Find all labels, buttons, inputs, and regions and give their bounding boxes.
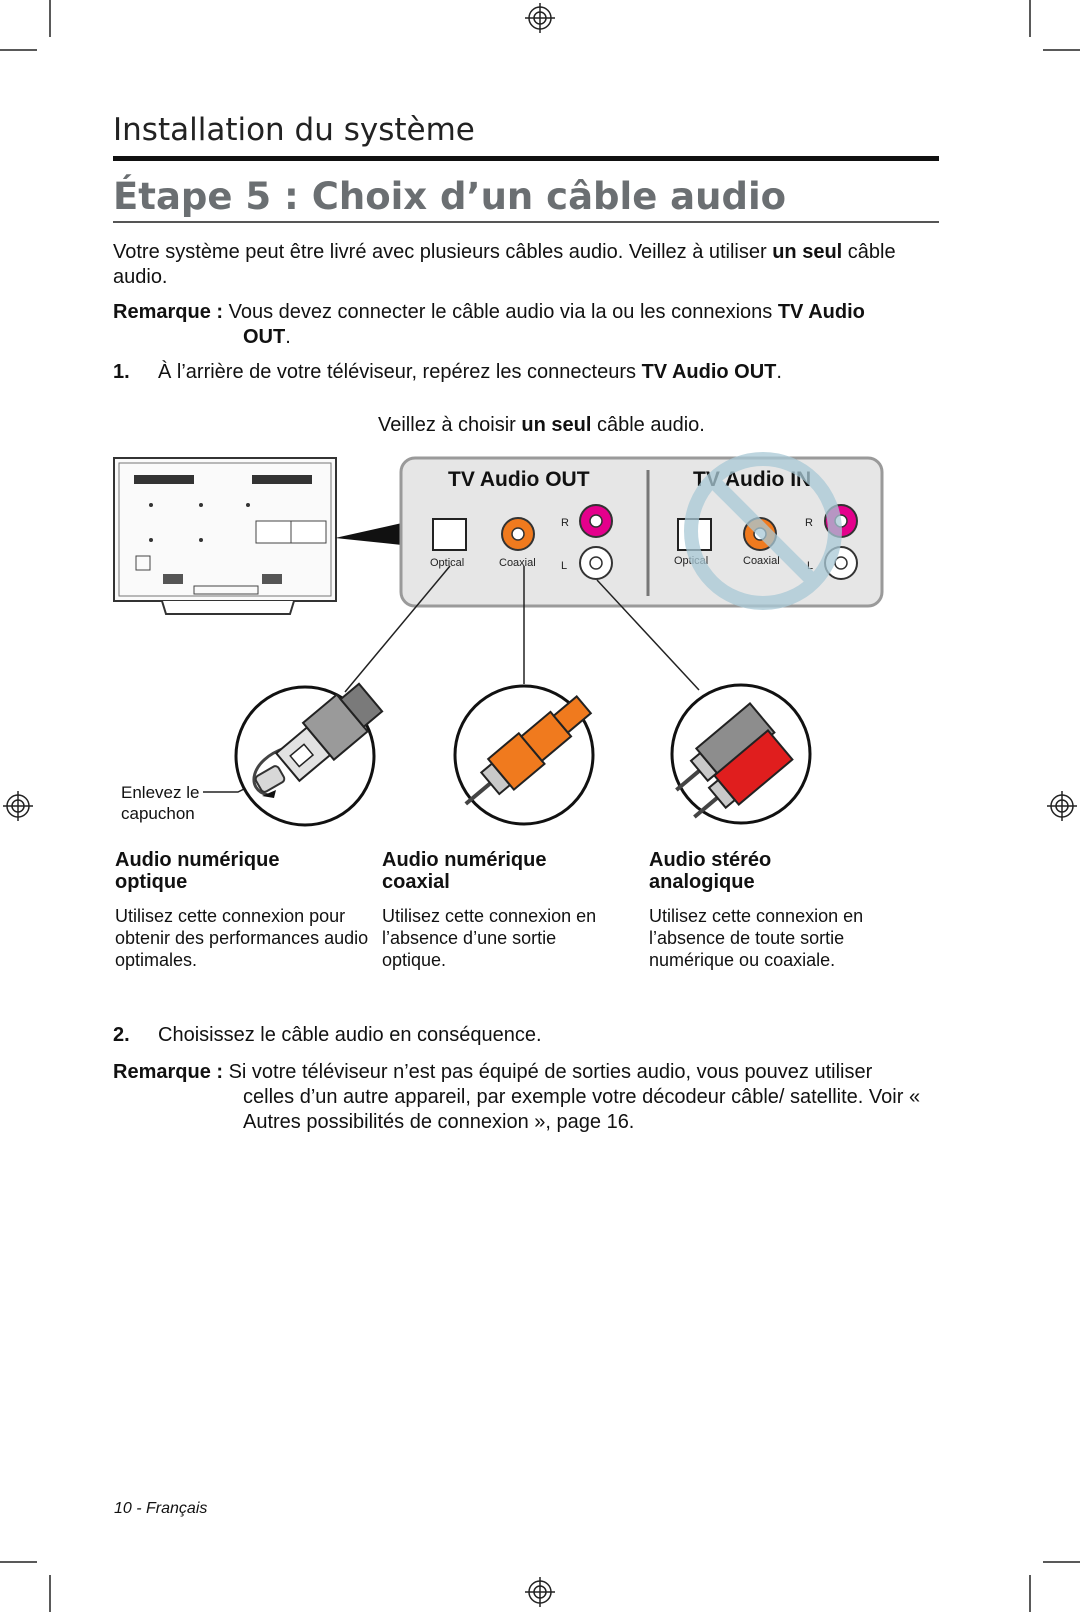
intro-paragraph: Votre système peut être livré avec plusi… bbox=[113, 240, 933, 290]
optical-out-label: Optical bbox=[430, 557, 464, 569]
figure-caption-bold: un seul bbox=[521, 414, 592, 436]
optical-out-jack bbox=[432, 518, 467, 551]
note-1-text: Vous devez connecter le câble audio via … bbox=[223, 301, 778, 323]
tv-back-illustration bbox=[113, 457, 402, 615]
figure-caption-text: Veillez à choisir bbox=[378, 414, 522, 436]
column-coaxial-title-2: coaxial bbox=[382, 871, 450, 893]
step-2: 2. Choisissez le câble audio en conséquen… bbox=[113, 1023, 933, 1048]
registration-mark-right bbox=[1047, 791, 1077, 821]
figure-caption-end: câble audio. bbox=[591, 414, 705, 436]
section-rule bbox=[113, 156, 939, 161]
column-stereo: Audio stéréo analogique Utilisez cette c… bbox=[649, 849, 909, 971]
figure-caption: Veillez à choisir un seul câble audio. bbox=[378, 413, 878, 438]
note-2-text: Si votre téléviseur n’est pas équipé de … bbox=[223, 1061, 921, 1133]
step-1-text: À l’arrière de votre téléviseur, repérez… bbox=[158, 361, 642, 383]
coaxial-connector-illustration bbox=[453, 684, 595, 826]
stereo-connector-illustration bbox=[670, 683, 812, 825]
optical-connector-illustration bbox=[234, 682, 384, 827]
remove-cap-line1: Enlevez le bbox=[121, 783, 200, 802]
note-1-bold: TV Audio OUT bbox=[243, 301, 865, 348]
coaxial-out-label: Coaxial bbox=[499, 557, 536, 569]
section-title: Installation du système bbox=[113, 112, 475, 148]
remove-cap-line2: capuchon bbox=[121, 804, 195, 823]
column-stereo-title: Audio stéréo analogique bbox=[649, 849, 909, 893]
column-optical: Audio numérique optique Utilisez cette c… bbox=[115, 849, 375, 971]
step-1-number: 1. bbox=[113, 361, 130, 383]
column-coaxial-title-1: Audio numérique bbox=[382, 849, 547, 871]
column-optical-title-1: Audio numérique bbox=[115, 849, 280, 871]
step-2-number: 2. bbox=[113, 1024, 130, 1046]
column-optical-title-2: optique bbox=[115, 871, 188, 893]
registration-mark-bottom bbox=[525, 1577, 555, 1607]
note-1-label: Remarque : bbox=[113, 301, 224, 323]
registration-mark-top bbox=[525, 3, 555, 33]
l-out-label: L bbox=[561, 560, 567, 572]
column-coaxial: Audio numérique coaxial Utilisez cette c… bbox=[382, 849, 642, 971]
page-title: Étape 5 : Choix d’un câble audio bbox=[113, 175, 787, 218]
intro-bold: un seul bbox=[772, 241, 843, 263]
step-1-bold: TV Audio OUT bbox=[641, 361, 777, 383]
r-in-label: R bbox=[805, 517, 813, 529]
registration-mark-left bbox=[3, 791, 33, 821]
jack-panel: TV Audio OUT TV Audio IN Optical Coaxial… bbox=[399, 452, 884, 610]
prohibited-icon bbox=[684, 452, 842, 610]
note-2-label: Remarque : bbox=[113, 1061, 224, 1083]
note-2: Remarque : Si votre téléviseur n’est pas… bbox=[113, 1060, 928, 1135]
r-out-label: R bbox=[561, 517, 569, 529]
panel-out-title: TV Audio OUT bbox=[448, 468, 590, 491]
note-1-end: . bbox=[285, 326, 291, 348]
title-rule bbox=[113, 221, 939, 223]
step-1-end: . bbox=[776, 361, 782, 383]
remove-cap-label: Enlevez le capuchon bbox=[121, 782, 199, 824]
step-2-text: Choisissez le câble audio en conséquence… bbox=[158, 1024, 542, 1046]
column-optical-title: Audio numérique optique bbox=[115, 849, 375, 893]
note-1: Remarque : Vous devez connecter le câble… bbox=[113, 300, 913, 350]
intro-text: Votre système peut être livré avec plusi… bbox=[113, 241, 773, 263]
column-coaxial-title: Audio numérique coaxial bbox=[382, 849, 642, 893]
column-stereo-title-1: Audio stéréo bbox=[649, 849, 772, 871]
l-in-label: L bbox=[807, 560, 813, 572]
step-1: 1. À l’arrière de votre téléviseur, repér… bbox=[113, 360, 933, 385]
column-stereo-text: Utilisez cette connexion en l’absence de… bbox=[649, 906, 864, 970]
coaxial-in-label: Coaxial bbox=[743, 555, 780, 567]
column-optical-text: Utilisez cette connexion pour obtenir de… bbox=[115, 906, 369, 970]
leader-lines bbox=[203, 565, 700, 793]
column-coaxial-text: Utilisez cette connexion en l’absence d’… bbox=[382, 906, 597, 970]
column-stereo-title-2: analogique bbox=[649, 871, 755, 893]
page-footer: 10 - Français bbox=[114, 1500, 208, 1517]
intro-text-end: câble audio. bbox=[113, 241, 896, 288]
